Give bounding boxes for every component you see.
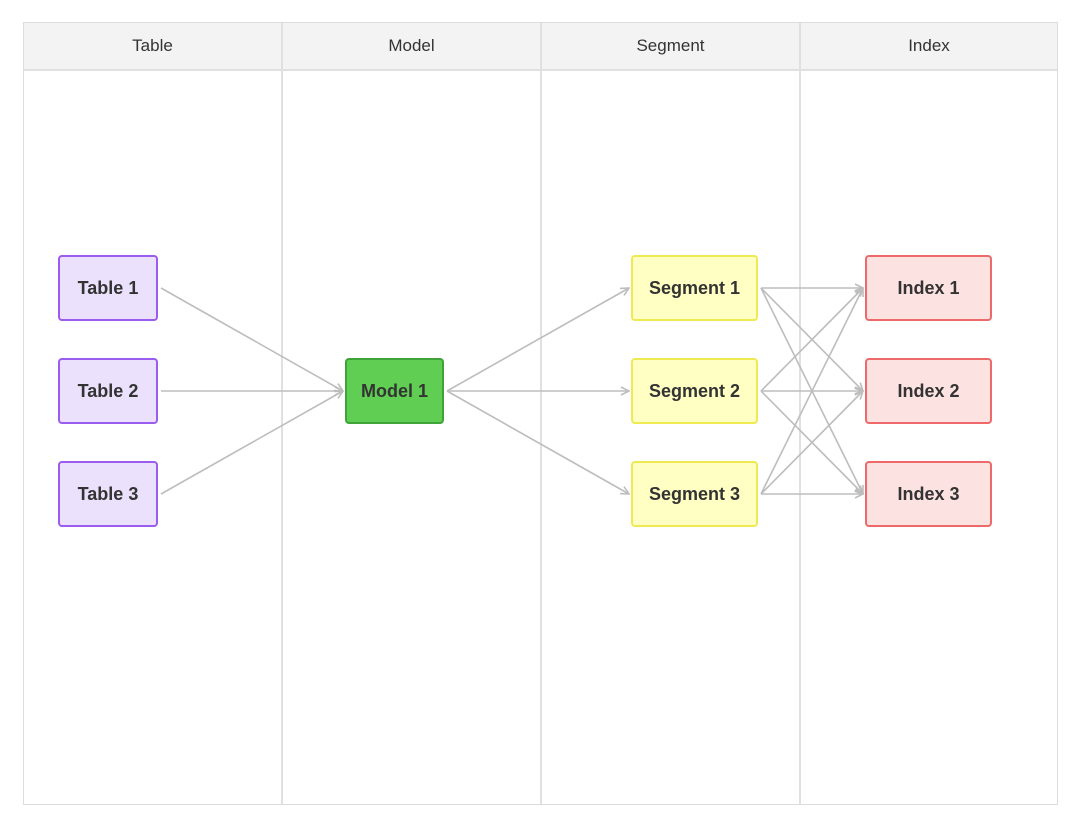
- lane-header-table: Table: [24, 23, 281, 71]
- node-segment-2[interactable]: Segment 2: [631, 358, 758, 424]
- lane-header-segment: Segment: [542, 23, 799, 71]
- node-model-1[interactable]: Model 1: [345, 358, 444, 424]
- node-table-3[interactable]: Table 3: [58, 461, 158, 527]
- lane-header-index: Index: [801, 23, 1057, 71]
- node-index-1[interactable]: Index 1: [865, 255, 992, 321]
- lane-header-model: Model: [283, 23, 540, 71]
- node-segment-1[interactable]: Segment 1: [631, 255, 758, 321]
- node-table-2[interactable]: Table 2: [58, 358, 158, 424]
- lane-index: Index: [801, 23, 1057, 804]
- node-table-1[interactable]: Table 1: [58, 255, 158, 321]
- node-index-3[interactable]: Index 3: [865, 461, 992, 527]
- node-segment-3[interactable]: Segment 3: [631, 461, 758, 527]
- node-index-2[interactable]: Index 2: [865, 358, 992, 424]
